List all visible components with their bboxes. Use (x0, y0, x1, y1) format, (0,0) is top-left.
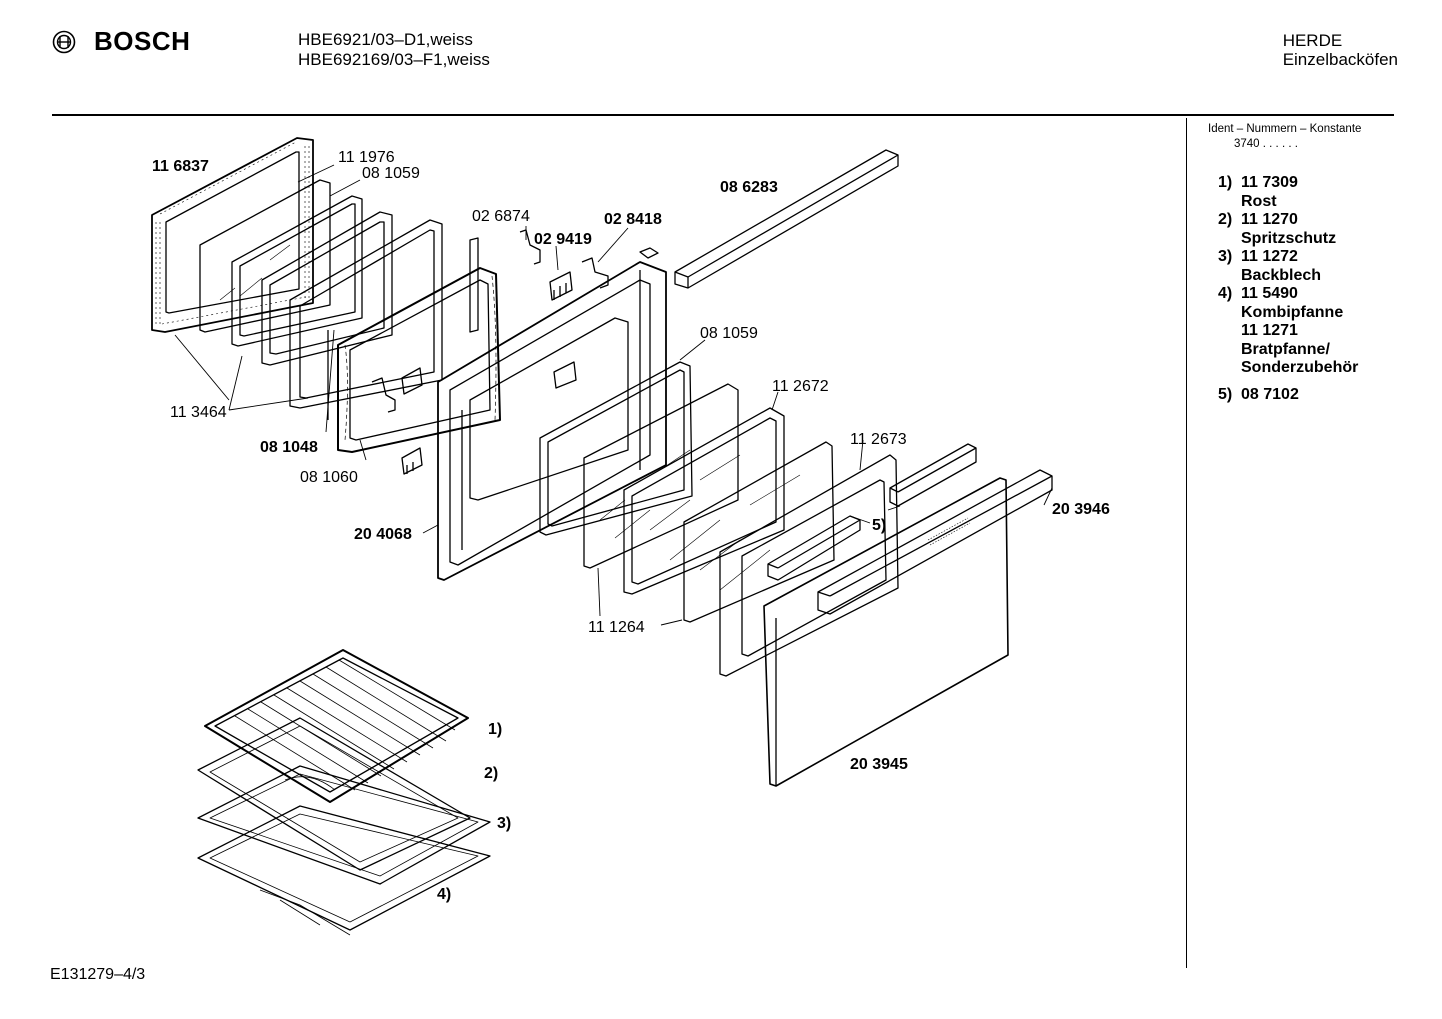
legend-line: Backblech (1241, 266, 1322, 284)
legend-line: Rost (1241, 192, 1277, 210)
legend-line: 11 7309 (1241, 174, 1298, 191)
accessory-label: 4) (437, 886, 451, 903)
top-rail (674, 149, 899, 289)
baking-tray (197, 765, 491, 885)
part-label: 02 6874 (472, 208, 530, 225)
legend-line: 08 7102 (1241, 385, 1299, 403)
model-list: HBE6921/03–D1,weiss HBE692169/03–F1,weis… (298, 30, 490, 70)
glass-gasket (539, 361, 693, 536)
part-label: 20 4068 (354, 526, 412, 543)
part-label: 02 9419 (534, 231, 592, 248)
oven-front-frame (437, 261, 667, 581)
legend-line: 11 1272 (1241, 248, 1298, 265)
accessory-label: 3) (497, 815, 511, 832)
legend-item: 4) 11 5490 Kombipfanne 11 1271 Bratpfann… (1218, 285, 1358, 378)
part-label: 11 2672 (772, 378, 829, 395)
model-line: HBE692169/03–F1,weiss (298, 50, 490, 69)
handle-bracket (767, 443, 977, 581)
ident-title: Ident – Nummern – Konstante (1208, 123, 1362, 135)
document-code: E131279–4/3 (50, 966, 146, 983)
part-label: 08 1048 (260, 439, 318, 456)
part-label: 11 3464 (170, 404, 227, 421)
leader-lines (174, 164, 1053, 626)
legend-line: 11 1270 (1241, 211, 1298, 228)
part-label: 02 8418 (604, 211, 662, 228)
inner-glass-panel (583, 383, 739, 569)
legend-item: 2) 11 1270 Spritzschutz (1218, 211, 1358, 248)
parts-legend: 1) 11 7309 Rost 2) 11 1270 Spritzschutz … (1218, 174, 1358, 404)
ident-block: Ident – Nummern – Konstante 3740 . . . .… (1208, 122, 1361, 152)
sidebar-divider (1186, 118, 1187, 968)
category: HERDE Einzelbacköfen (1283, 31, 1398, 69)
legend-line: 11 5490 (1241, 285, 1298, 302)
legend-line: Sonderzubehör (1241, 359, 1359, 376)
part-label: 08 1059 (700, 325, 758, 342)
oven-rack (204, 649, 469, 803)
glass-pane (199, 179, 331, 333)
legend-number: 4) (1218, 285, 1233, 302)
legend-number: 1) (1218, 174, 1233, 191)
part-label: 11 6837 (152, 158, 209, 175)
door-inner-panel (719, 454, 899, 677)
legend-line: Spritzschutz (1241, 229, 1337, 247)
part-label: 11 2673 (850, 431, 907, 448)
clip-parts (371, 229, 659, 475)
ident-value: 3740 . . . . . . (1234, 138, 1298, 150)
part-label: 08 1060 (300, 469, 358, 486)
outer-door-panel (763, 477, 1009, 787)
brand: BOSCH (52, 26, 190, 57)
legend-item: 3) 11 1272 Backblech (1218, 248, 1358, 285)
category-subtitle: Einzelbacköfen (1282, 50, 1398, 69)
part-label: 20 3945 (850, 756, 908, 773)
legend-line: 11 1271 (1241, 322, 1298, 339)
legend-number: 3) (1218, 248, 1233, 265)
legend-line: Kombipfanne (1241, 303, 1344, 321)
middle-glass (683, 441, 835, 623)
oven-seal (337, 267, 501, 453)
legend-item: 1) 11 7309 Rost (1218, 174, 1358, 211)
part-label: 11 1264 (588, 619, 645, 636)
bosch-logo-icon (52, 30, 76, 53)
legend-number: 5) (1218, 385, 1233, 403)
model-line: HBE6921/03–D1,weiss (298, 30, 473, 49)
splash-guard (197, 717, 471, 871)
legend-number: 2) (1218, 211, 1233, 228)
combi-pan (197, 805, 491, 936)
part-label: 08 1059 (362, 165, 420, 182)
part-label: 20 3946 (1052, 501, 1110, 518)
accessory-label: 2) (484, 765, 498, 782)
door-seal-frame (151, 137, 314, 333)
control-handle-strip (817, 469, 1053, 615)
brand-name: BOSCH (94, 26, 191, 56)
header-divider (52, 114, 1394, 116)
glass-assembly (623, 407, 785, 595)
part-label: 11 1976 (338, 149, 395, 166)
part-label: 5) (872, 517, 886, 534)
legend-line: Bratpfanne/ (1241, 340, 1330, 358)
door-gasket (231, 195, 363, 347)
part-label: 08 6283 (720, 179, 778, 196)
category-title: HERDE (1282, 31, 1343, 50)
accessory-label: 1) (488, 721, 502, 738)
legend-item: 5) 08 7102 (1218, 386, 1358, 405)
